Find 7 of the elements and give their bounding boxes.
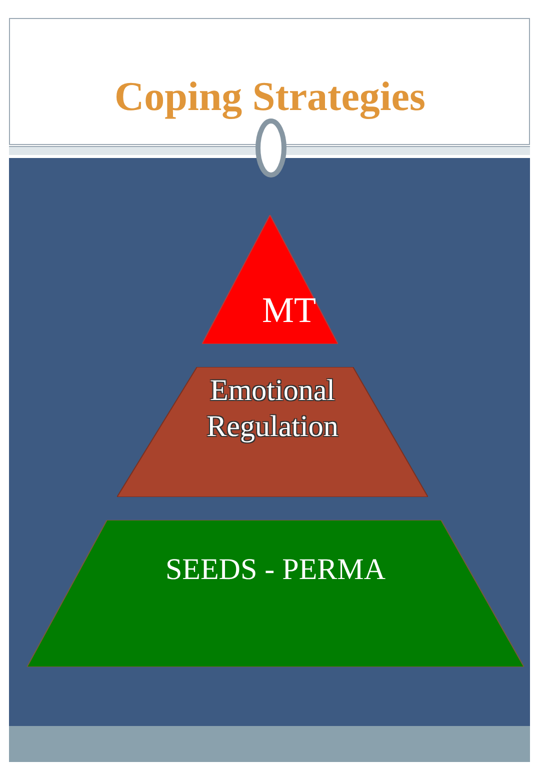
tier-label: Emotional Regulation	[206, 373, 340, 445]
pyramid-tier	[27, 520, 524, 667]
pyramid-tier	[117, 367, 428, 497]
tier-label: SEEDS - PERMA	[164, 552, 387, 588]
tier-label: MT	[261, 289, 317, 331]
title: Coping Strategies	[114, 72, 426, 120]
pyramid-tier	[202, 215, 338, 344]
